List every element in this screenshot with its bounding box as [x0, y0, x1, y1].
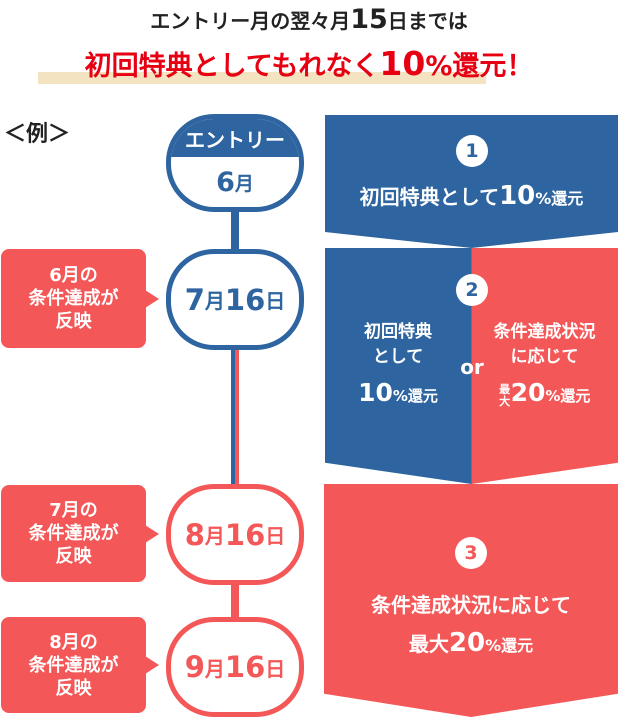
- step2-panel: 2 初回特典として 10%還元 or 条件達成状況に応じて 最大20%還元: [325, 248, 618, 484]
- step1-panel: 1 初回特典として10%還元: [325, 115, 618, 248]
- step3-text: 条件達成状況に応じて 最大20%還元: [371, 593, 571, 658]
- step3-panel: 3 条件達成状況に応じて 最大20%還元: [324, 484, 618, 717]
- step1-number: 1: [456, 135, 488, 167]
- step3-number: 3: [455, 537, 487, 569]
- step2-option-conditions: 条件達成状況に応じて 最大20%還元: [493, 322, 596, 408]
- step1-text: 初回特典として10%還元: [359, 181, 584, 211]
- header-line-2: 初回特典としてもれなく10%還元！: [84, 44, 534, 83]
- callout-august: 8月の条件達成が反映: [1, 617, 159, 713]
- step2-option-first-bonus: 初回特典として 10%還元: [358, 322, 438, 407]
- callout-july: 7月の条件達成が反映: [1, 485, 159, 582]
- timeline-line-blue: [231, 205, 239, 255]
- title-highlight: [38, 72, 486, 84]
- callout-june: 6月の条件達成が反映: [1, 249, 159, 348]
- timeline-line-split: [231, 345, 239, 490]
- example-label: ＜例＞: [4, 122, 71, 147]
- step2-or: or: [460, 355, 484, 379]
- header-line-1: エントリー月の翌々月15日までは: [150, 4, 468, 35]
- step2-number: 2: [456, 274, 488, 306]
- entry-label: エントリー: [171, 119, 299, 157]
- timeline-line-red: [231, 580, 239, 622]
